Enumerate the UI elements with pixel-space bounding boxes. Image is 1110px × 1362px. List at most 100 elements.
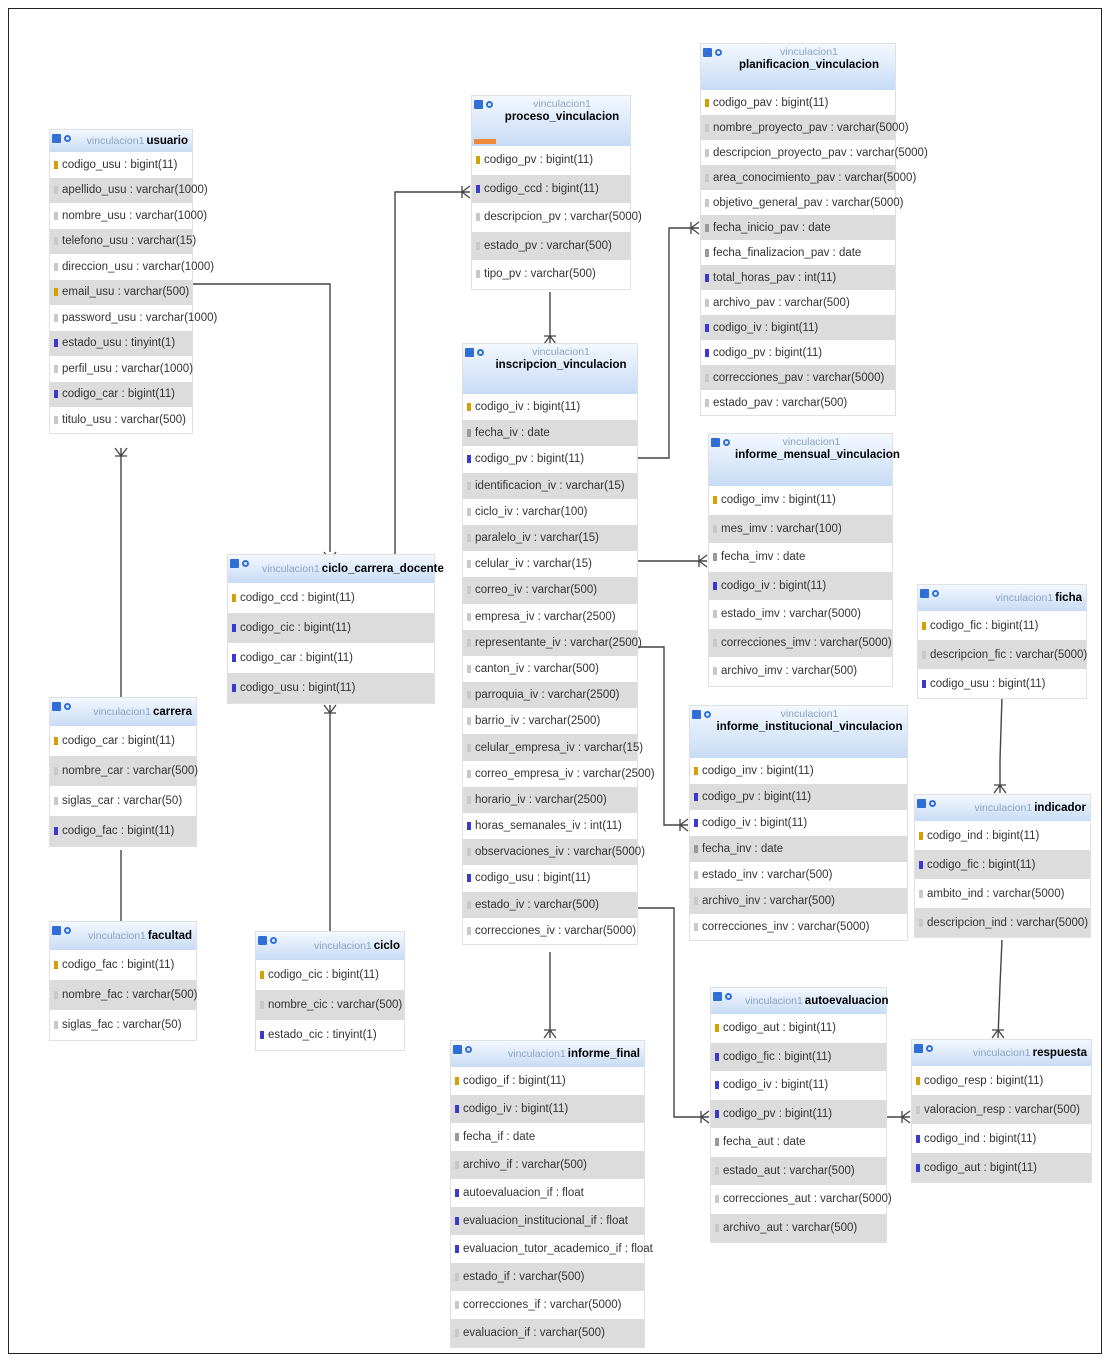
blue-circle-icon[interactable] (64, 703, 71, 710)
blue-circle-icon[interactable] (929, 800, 936, 807)
column-row[interactable]: mes_imv : varchar(100) (709, 514, 892, 543)
column-row[interactable]: telefono_usu : varchar(15) (50, 228, 196, 254)
blue-square-icon[interactable] (474, 100, 483, 109)
column-row[interactable]: parroquia_iv : varchar(2500) (463, 682, 637, 709)
column-row[interactable]: codigo_cic : bigint(11) (228, 613, 434, 643)
column-row[interactable]: estado_iv : varchar(500) (463, 891, 637, 918)
column-row[interactable]: codigo_usu : bigint(11) (228, 673, 434, 703)
column-row[interactable]: estado_cic : tinyint(1) (256, 1020, 404, 1050)
column-row[interactable]: empresa_iv : varchar(2500) (463, 604, 637, 630)
column-row[interactable]: correcciones_iv : varchar(5000) (463, 918, 637, 944)
column-row[interactable]: correcciones_imv : varchar(5000) (709, 628, 892, 657)
column-row[interactable]: fecha_iv : date (463, 420, 637, 447)
column-row[interactable]: codigo_fic : bigint(11) (915, 850, 1090, 879)
column-row[interactable]: siglas_car : varchar(50) (50, 786, 196, 816)
blue-square-icon[interactable] (703, 48, 712, 57)
column-row[interactable]: canton_iv : varchar(500) (463, 656, 637, 682)
column-row[interactable]: horario_iv : varchar(2500) (463, 786, 637, 813)
column-row[interactable]: apellido_usu : varchar(1000) (50, 177, 208, 203)
column-row[interactable]: estado_if : varchar(500) (451, 1263, 644, 1291)
column-row[interactable]: nombre_proyecto_pav : varchar(5000) (701, 115, 909, 140)
column-row[interactable]: direccion_usu : varchar(1000) (50, 254, 214, 280)
blue-square-icon[interactable] (917, 799, 926, 808)
column-row[interactable]: nombre_fac : varchar(500) (50, 980, 198, 1010)
column-row[interactable]: correcciones_aut : varchar(5000) (711, 1185, 892, 1214)
column-row[interactable]: codigo_fic : bigint(11) (918, 611, 1086, 640)
column-row[interactable]: correcciones_if : varchar(5000) (451, 1291, 644, 1319)
column-row[interactable]: estado_aut : varchar(500) (711, 1156, 886, 1185)
blue-circle-icon[interactable] (704, 711, 711, 718)
column-row[interactable]: tipo_pv : varchar(500) (472, 260, 630, 289)
column-row[interactable]: codigo_pv : bigint(11) (711, 1099, 886, 1128)
column-row[interactable]: archivo_pav : varchar(500) (701, 290, 895, 315)
column-row[interactable]: codigo_usu : bigint(11) (918, 669, 1086, 698)
column-row[interactable]: codigo_inv : bigint(11) (690, 758, 907, 784)
blue-circle-icon[interactable] (932, 590, 939, 597)
column-row[interactable]: area_conocimiento_pav : varchar(5000) (701, 165, 916, 190)
column-row[interactable]: codigo_ccd : bigint(11) (228, 583, 434, 613)
column-row[interactable]: codigo_ccd : bigint(11) (472, 174, 630, 203)
column-row[interactable]: representante_iv : varchar(2500) (463, 629, 642, 656)
blue-circle-icon[interactable] (270, 937, 277, 944)
blue-circle-icon[interactable] (486, 101, 493, 108)
column-row[interactable]: codigo_fic : bigint(11) (711, 1042, 886, 1071)
column-row[interactable]: codigo_fac : bigint(11) (50, 816, 196, 846)
column-row[interactable]: paralelo_iv : varchar(15) (463, 524, 637, 552)
blue-circle-icon[interactable] (926, 1045, 933, 1052)
column-row[interactable]: codigo_car : bigint(11) (228, 643, 434, 673)
blue-square-icon[interactable] (52, 926, 61, 935)
column-row[interactable]: codigo_pv : bigint(11) (690, 784, 907, 810)
column-row[interactable]: descripcion_fic : varchar(5000) (918, 640, 1087, 669)
column-row[interactable]: fecha_aut : date (711, 1128, 886, 1157)
column-row[interactable]: evaluacion_if : varchar(500) (451, 1319, 644, 1347)
column-row[interactable]: valoracion_resp : varchar(500) (912, 1095, 1091, 1124)
column-row[interactable]: codigo_aut : bigint(11) (711, 1014, 886, 1043)
column-row[interactable]: codigo_pv : bigint(11) (701, 340, 895, 365)
column-row[interactable]: total_horas_pav : int(11) (701, 265, 895, 290)
column-row[interactable]: codigo_ind : bigint(11) (915, 821, 1090, 850)
column-row[interactable]: codigo_car : bigint(11) (50, 381, 192, 407)
column-row[interactable]: codigo_usu : bigint(11) (463, 865, 637, 891)
column-row[interactable]: descripcion_pv : varchar(5000) (472, 203, 642, 232)
column-row[interactable]: correcciones_pav : varchar(5000) (701, 365, 895, 390)
column-row[interactable]: estado_usu : tinyint(1) (50, 330, 192, 356)
column-row[interactable]: nombre_cic : varchar(500) (256, 990, 404, 1020)
column-row[interactable]: nombre_car : varchar(500) (50, 756, 198, 786)
column-row[interactable]: siglas_fac : varchar(50) (50, 1010, 196, 1040)
column-row[interactable]: codigo_pv : bigint(11) (472, 146, 630, 175)
column-row[interactable]: correcciones_inv : varchar(5000) (690, 914, 907, 940)
column-row[interactable]: titulo_usu : varchar(500) (50, 407, 192, 433)
blue-square-icon[interactable] (258, 936, 267, 945)
column-row[interactable]: estado_pav : varchar(500) (701, 390, 895, 415)
column-row[interactable]: codigo_cic : bigint(11) (256, 960, 404, 990)
column-row[interactable]: archivo_inv : varchar(500) (690, 888, 907, 914)
column-row[interactable]: codigo_iv : bigint(11) (463, 394, 637, 420)
column-row[interactable]: descripcion_ind : varchar(5000) (915, 908, 1090, 937)
column-row[interactable]: codigo_fac : bigint(11) (50, 950, 196, 980)
column-row[interactable]: descripcion_proyecto_pav : varchar(5000) (701, 140, 928, 165)
column-row[interactable]: estado_pv : varchar(500) (472, 231, 630, 260)
blue-square-icon[interactable] (692, 710, 701, 719)
column-row[interactable]: fecha_imv : date (709, 543, 892, 572)
column-row[interactable]: codigo_imv : bigint(11) (709, 486, 892, 515)
column-row[interactable]: fecha_inicio_pav : date (701, 215, 895, 240)
